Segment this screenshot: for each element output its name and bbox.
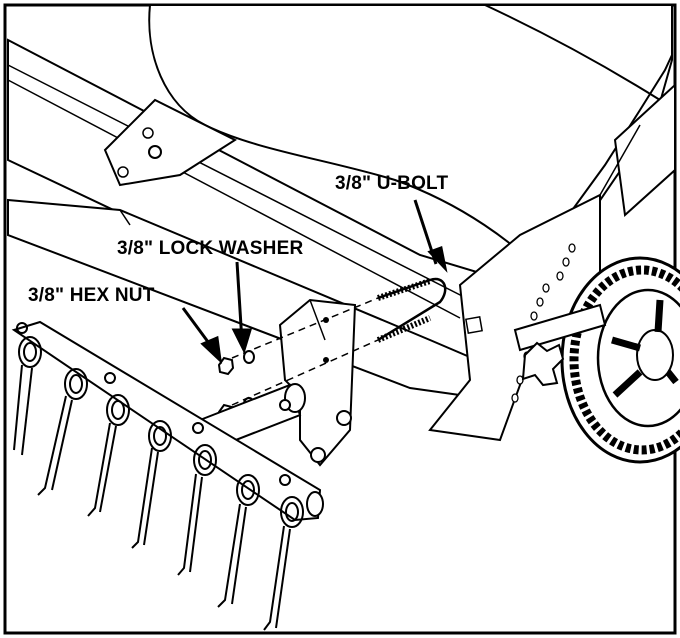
left-bracket [103,98,238,187]
hex-nut-arrowhead [200,335,223,364]
lock-washer-label: 3/8" LOCK WASHER [117,238,304,259]
mount-hole-2 [323,357,329,363]
u-bolt [376,277,447,343]
mount-bolt [336,410,352,426]
u-bolt-label: 3/8" U-BOLT [335,173,449,194]
leader-arrows [181,199,448,364]
mount-bracket-edge [309,299,326,341]
lock-washer-arrowhead [231,328,253,355]
tines [13,322,304,631]
u-bolt-arrowhead [427,245,448,273]
tow-bar-line [119,209,131,226]
housing-line [599,124,641,196]
frame-beam-edge2 [7,79,461,319]
alignment-line-bottom [231,339,379,406]
mount-bolt-2 [310,447,326,463]
bracket-bolt [148,145,162,159]
frame-beam-edge [7,64,471,301]
alignment-line-top [231,297,379,359]
mount-bracket [278,298,357,467]
knob [521,341,565,387]
panel-slot [465,316,483,334]
hopper-side [524,54,673,276]
tine-bar-end [306,491,324,517]
hopper-fold [484,4,661,101]
hex-nut-label: 3/8" HEX NUT [28,285,155,306]
housing-detail [613,82,676,218]
panel-holes [511,243,576,403]
bracket-bolt-3 [117,166,129,178]
axle-arm [513,303,607,352]
bracket-bolt-2 [142,127,154,139]
